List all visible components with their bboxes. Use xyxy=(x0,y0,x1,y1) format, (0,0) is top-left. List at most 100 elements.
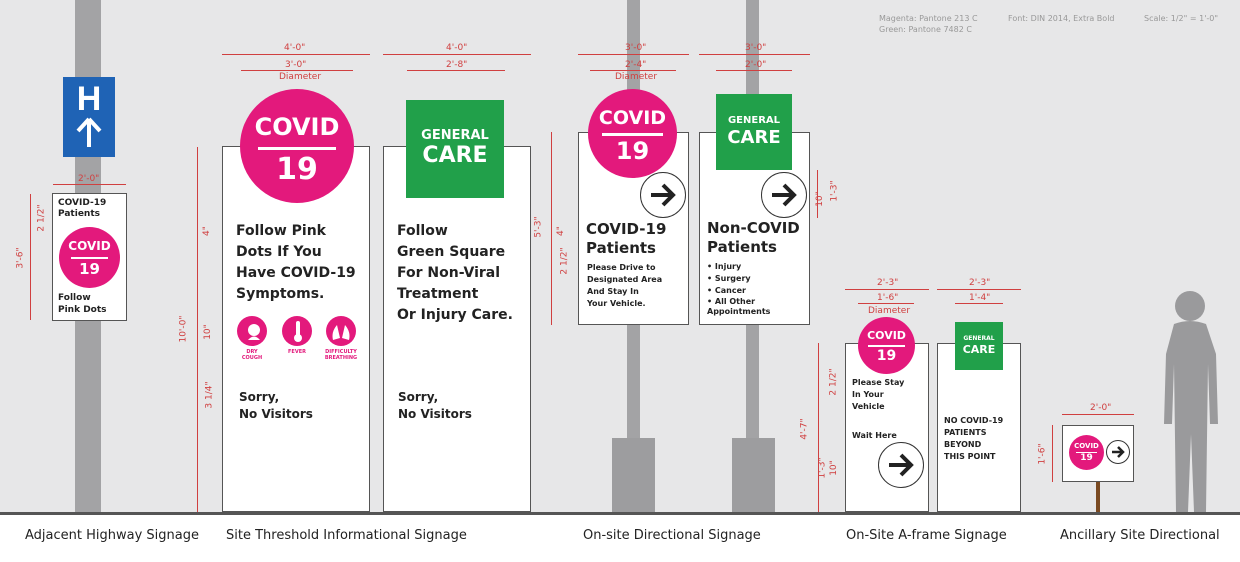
aframe-green-inner-dim: 1'-4" xyxy=(969,293,991,303)
aframe-green-outer-line xyxy=(937,289,1021,290)
aframe-pink-body: Please Stay In Your Vehicle xyxy=(852,378,905,411)
threshold-general-care-square: GENERAL CARE xyxy=(406,100,504,198)
arrow-right-icon xyxy=(640,172,686,218)
circle-covid-text: COVID xyxy=(1074,442,1099,450)
directional-green-inner-dim: 2'-0" xyxy=(745,60,767,70)
human-scale-figure xyxy=(1164,291,1218,512)
aframe-dim-a: 2 1/2" xyxy=(828,368,839,396)
aframe-dim-c: 10" xyxy=(828,460,839,476)
threshold-pink-inner-line xyxy=(241,70,353,71)
list-item-label: All Other Appointments xyxy=(707,297,771,316)
highway-width-line xyxy=(53,184,126,185)
caption-ancillary: Ancillary Site Directional xyxy=(1060,528,1220,543)
highway-height-dim: 3'-6" xyxy=(15,247,26,269)
threshold-green-inner-dim: 2'-8" xyxy=(446,60,468,70)
circle-divider xyxy=(602,133,663,136)
aframe-dim-b: 1'-3" xyxy=(817,457,828,479)
aframe-pink-inner-dim: 1'-6" xyxy=(877,293,899,303)
directional-pink-body: Please Drive to Designated Area And Stay… xyxy=(587,263,663,308)
highway-title: COVID-19 Patients xyxy=(58,198,107,219)
circle-covid-text: COVID xyxy=(598,107,667,129)
directional-pink-outer-line xyxy=(578,54,689,55)
square-general-text: GENERAL xyxy=(421,128,489,143)
directional-green-side-line xyxy=(817,170,818,218)
threshold-green-body: Follow Green Square For Non-Viral Treatm… xyxy=(397,223,513,323)
directional-green-outer-line xyxy=(699,54,810,55)
list-item-other: • All Other Appointments xyxy=(707,297,771,316)
list-item-injury: • Injury xyxy=(707,262,742,271)
aframe-general-care-square: GENERAL CARE xyxy=(955,322,1003,370)
threshold-height-dim: 10'-0" xyxy=(178,315,189,343)
threshold-pink-diam-label: Diameter xyxy=(279,72,322,82)
directional-height-dim: 5'-3" xyxy=(533,216,544,238)
symptom-fever-label: FEVER xyxy=(288,349,306,355)
threshold-height-line xyxy=(197,147,198,512)
list-item-cancer: • Cancer xyxy=(707,286,746,295)
ancillary-height-line xyxy=(1052,425,1053,482)
circle-19-text: 19 xyxy=(1080,453,1093,463)
directional-pink-diam-label: Diameter xyxy=(615,72,658,82)
caption-highway: Adjacent Highway Signage xyxy=(25,528,199,543)
directional-green-title: Non-COVID Patients xyxy=(707,219,800,256)
arrow-right-icon xyxy=(878,442,924,488)
threshold-pink-body: Follow Pink Dots If You Have COVID-19 Sy… xyxy=(236,223,356,302)
circle-divider xyxy=(1076,452,1097,453)
circle-19-text: 19 xyxy=(615,137,650,165)
aframe-green-inner-line xyxy=(955,303,1003,304)
caption-threshold: Site Threshold Informational Signage xyxy=(226,528,467,543)
color-note-green: Green: Pantone 7482 C xyxy=(879,25,972,34)
ancillary-width-dim: 2'-0" xyxy=(1090,403,1112,413)
directional-green-side-dim2: 10" xyxy=(814,191,825,207)
list-item-surgery: • Surgery xyxy=(707,274,751,283)
square-care-text: CARE xyxy=(727,127,781,148)
ground-line xyxy=(0,512,1240,515)
list-item-label: Surgery xyxy=(714,274,751,283)
square-care-text: CARE xyxy=(962,343,996,356)
aframe-height-line xyxy=(818,343,819,512)
threshold-green-footer: Sorry, No Visitors xyxy=(398,390,472,421)
threshold-dim-a: 4" xyxy=(201,226,212,236)
highway-height-line xyxy=(30,194,31,320)
square-general-text: GENERAL xyxy=(963,335,995,342)
arrow-right-icon xyxy=(761,172,807,218)
circle-covid-text: COVID xyxy=(254,113,340,141)
symptom-breathing-label: DIFFICULTY BREATHING xyxy=(324,349,358,361)
threshold-green-inner-line xyxy=(407,70,505,71)
circle-divider xyxy=(71,257,108,259)
aframe-pink-outer-line xyxy=(845,289,929,290)
aframe-green-outer-dim: 2'-3" xyxy=(969,278,991,288)
directional-green-base xyxy=(732,438,775,512)
directional-green-list: • Injury • Surgery • Cancer • All Other … xyxy=(707,261,807,317)
square-general-text: GENERAL xyxy=(727,115,781,126)
hospital-sign: H xyxy=(63,77,115,157)
list-item-label: Injury xyxy=(714,262,742,271)
directional-pink-title: COVID-19 Patients xyxy=(586,220,667,257)
aframe-pink-diam-label: Diameter xyxy=(868,306,911,316)
directional-pink-outer-dim: 3'-0" xyxy=(625,43,647,53)
directional-dim-b: 2 1/2" xyxy=(559,247,570,275)
aframe-covid-circle: COVID 19 xyxy=(858,317,915,374)
circle-19-text: 19 xyxy=(276,152,318,187)
aframe-height-dim: 4'-7" xyxy=(799,418,810,440)
circle-divider xyxy=(258,147,336,150)
aframe-wait-here: Wait Here xyxy=(852,431,897,440)
directional-general-care-square: GENERAL CARE xyxy=(716,94,792,170)
arrow-right-icon xyxy=(1106,440,1130,464)
threshold-pink-footer: Sorry, No Visitors xyxy=(239,390,313,421)
threshold-green-outer-dim: 4'-0" xyxy=(446,43,468,53)
symptom-dry-cough-label: DRY COUGH xyxy=(241,349,263,361)
threshold-pink-outer-dim: 4'-0" xyxy=(284,43,306,53)
aframe-green-panel xyxy=(937,343,1021,512)
square-care-text: CARE xyxy=(422,143,488,168)
directional-green-side-dim: 1'-3" xyxy=(829,180,840,202)
directional-height-line xyxy=(551,132,552,325)
circle-covid-text: COVID xyxy=(68,239,111,253)
directional-pink-inner-dim: 2'-4" xyxy=(625,60,647,70)
threshold-green-panel xyxy=(383,146,531,512)
scale-note: Scale: 1/2" = 1'-0" xyxy=(1144,14,1219,23)
arrow-up-icon xyxy=(76,117,102,147)
hospital-h-letter: H xyxy=(76,80,102,118)
highway-covid-circle: COVID 19 xyxy=(59,227,120,288)
caption-directional: On-site Directional Signage xyxy=(583,528,761,543)
ancillary-post xyxy=(1096,480,1100,512)
